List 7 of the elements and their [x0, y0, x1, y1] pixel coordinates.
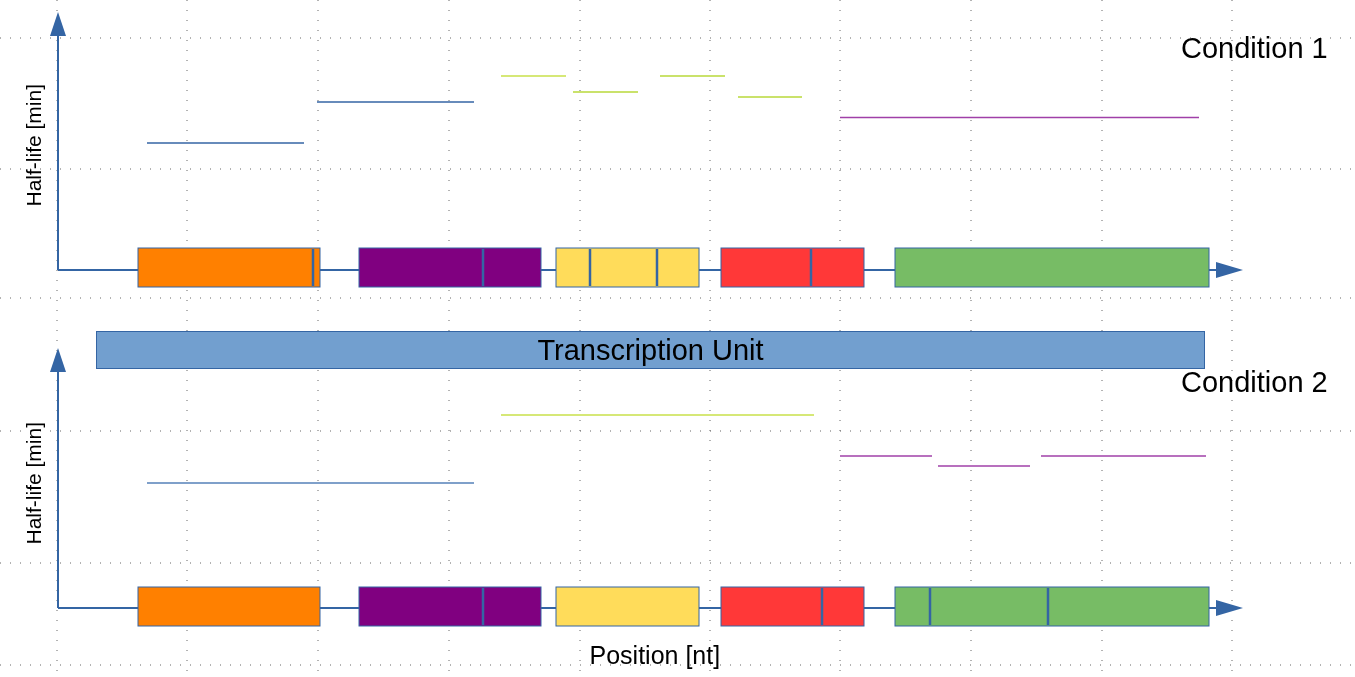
axis-title: Position [nt]	[589, 642, 721, 670]
axis-title: Half-life [min]	[21, 421, 45, 545]
condition-label: Condition 2	[1181, 367, 1328, 399]
axis-title: Half-life [min]	[21, 83, 45, 207]
bar-label: Transcription Unit	[537, 333, 764, 367]
transcription-unit-bar	[96, 331, 1205, 369]
condition-label: Condition 1	[1181, 33, 1328, 65]
